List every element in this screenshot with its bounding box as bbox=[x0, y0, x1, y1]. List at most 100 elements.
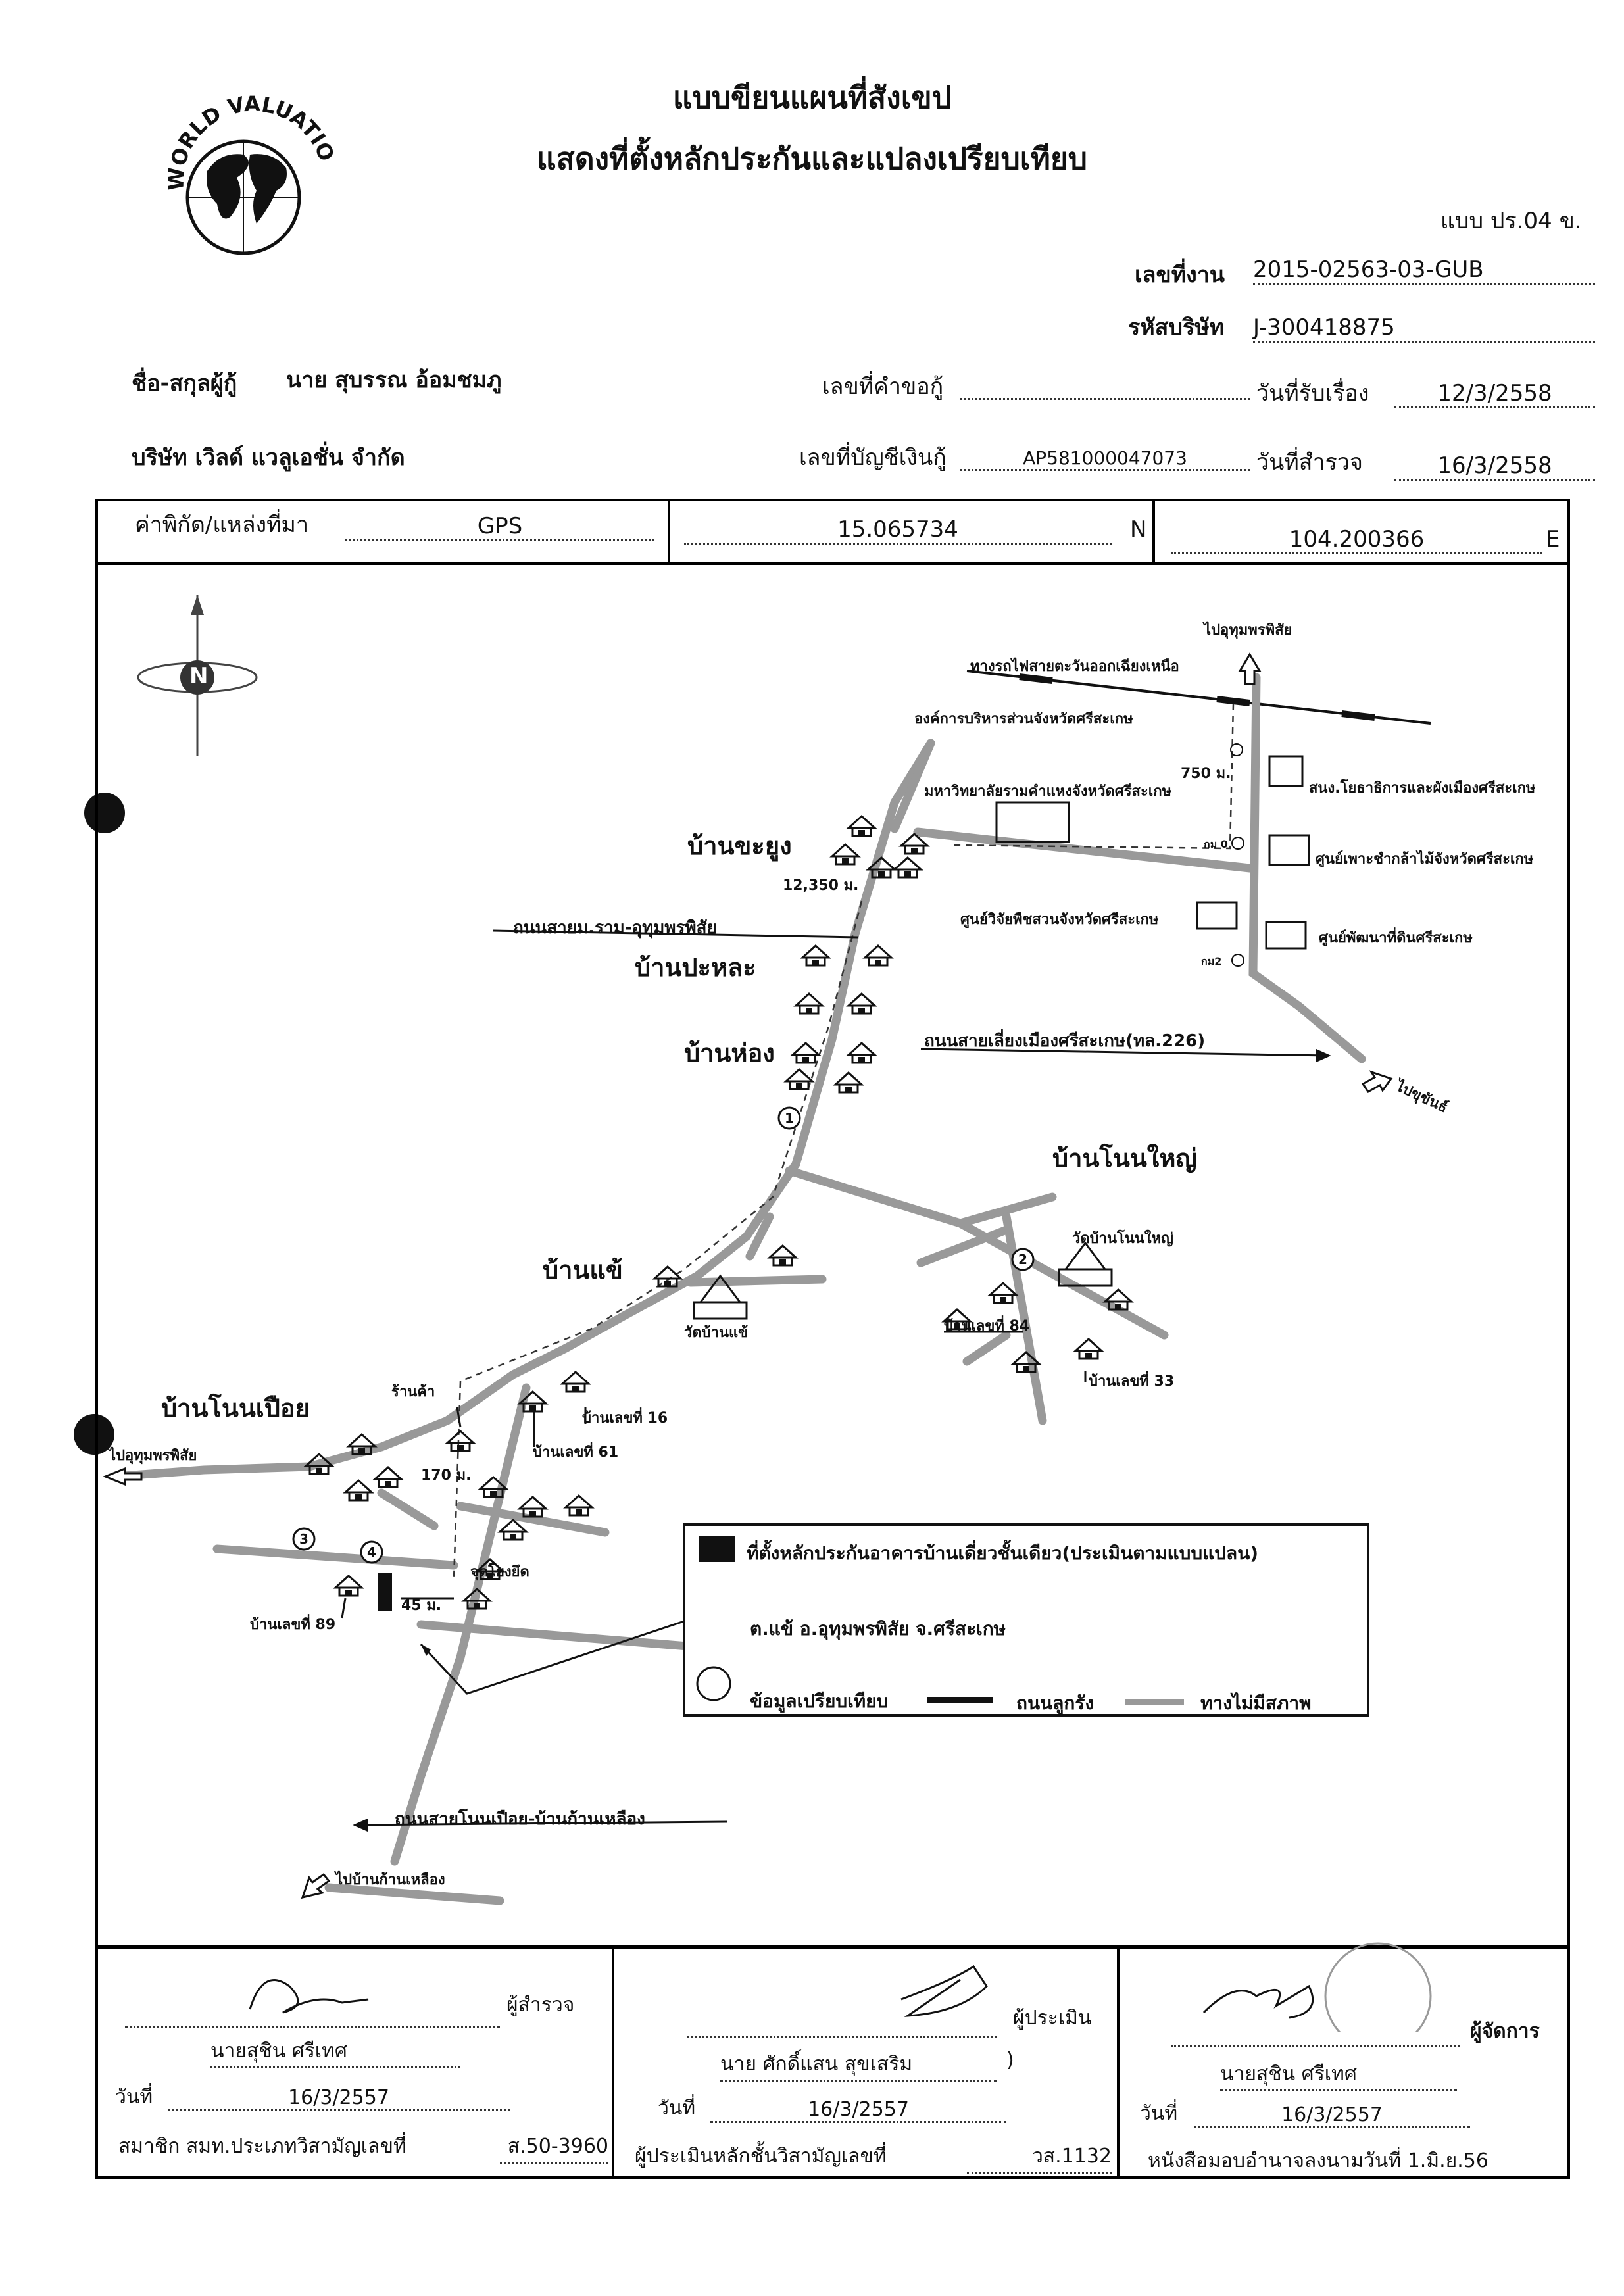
company-code-label: รหัสบริษัท bbox=[1128, 314, 1225, 341]
label-wat-nonyai: วัดบ้านโนนใหญ่ bbox=[1072, 1231, 1173, 1247]
label-km0: กม 0 bbox=[1204, 838, 1228, 850]
comparable-3-number: 3 bbox=[299, 1531, 308, 1547]
label-house-84: บ้านเลขที่ 84 bbox=[944, 1318, 1030, 1334]
coord-source: GPS bbox=[345, 513, 654, 541]
label-junction: จุดโยงยึด bbox=[470, 1564, 529, 1580]
comparable-4-number: 4 bbox=[367, 1544, 376, 1560]
signature-scribbles bbox=[249, 1942, 1432, 2032]
label-pointers bbox=[353, 929, 1331, 1832]
borrower-value: นาย สุบรรณ อ้อมชมภู bbox=[286, 367, 502, 393]
place-ban-hong: บ้านห่อง bbox=[684, 1038, 775, 1067]
surveyor-role: ผู้สำรวจ bbox=[506, 1993, 575, 2016]
appraiser-date: 16/3/2557 bbox=[710, 2098, 1006, 2123]
survey-date-label: วันที่สำรวจ bbox=[1256, 449, 1363, 476]
label-house-89: บ้านเลขที่ 89 bbox=[250, 1617, 336, 1633]
latitude-value: 15.065734 bbox=[684, 516, 1112, 545]
coord-divider-1 bbox=[668, 499, 670, 564]
label-to-uthumphon-top: ไปอุทุมพรพิสัย bbox=[1204, 622, 1292, 639]
label-land-dev: ศูนย์พัฒนาที่ดินศรีสะเกษ bbox=[1319, 930, 1473, 946]
appraiser-license-no: วส.1132 bbox=[967, 2141, 1112, 2174]
request-no-label: เลขที่คำขอกู้ bbox=[822, 374, 944, 400]
page-subtitle: แสดงที่ตั้งหลักประกันและแปลงเปรียบเทียบ bbox=[536, 141, 1087, 176]
coord-row-divider bbox=[95, 562, 1570, 565]
label-to-kanlueang: ไปบ้านก้านเหลือง bbox=[335, 1872, 445, 1888]
label-coop: สนง.โยธาธิการและผังเมืองศรีสะเกษ bbox=[1309, 780, 1536, 796]
comparable-2-number: 2 bbox=[1018, 1252, 1027, 1267]
legend-collateral: ที่ตั้งหลักประกันอาคารบ้านเดี่ยวชั้นเดีย… bbox=[747, 1542, 1259, 1564]
label-dist-750: 750 ม. bbox=[1181, 766, 1231, 782]
company-name: บริษัท เวิลด์ แวลูเอชั่น จำกัด bbox=[132, 445, 405, 471]
surveyor-date: 16/3/2557 bbox=[168, 2086, 510, 2111]
page-title: แบบขียนแผนที่สังเขป bbox=[672, 80, 952, 115]
road-arrows bbox=[102, 652, 1393, 1899]
surveyor-name: นายสุชิน ศรีเทศ bbox=[210, 2036, 460, 2068]
label-horti: ศูนย์วิจัยพืชสวนจังหวัดศรีสะเกษ bbox=[960, 912, 1159, 928]
binder-hole-top bbox=[84, 793, 125, 833]
place-ban-khayung: บ้านขะยูง bbox=[687, 831, 792, 860]
label-bypass: ถนนสายเลี่ยงเมืองศรีสะเกษ(ทล.226) bbox=[924, 1031, 1206, 1051]
manager-name: นายสุชิน ศรีเทศ bbox=[1220, 2059, 1457, 2091]
comparable-1-number: 1 bbox=[785, 1110, 794, 1126]
label-road-nonpuey: ถนนสายโนนเปือย-บ้านก้านเหลือง bbox=[395, 1809, 645, 1829]
dashed-route bbox=[453, 703, 1235, 1579]
place-ban-pala: บ้านปะหละ bbox=[635, 953, 756, 982]
manager-date-label: วันที่ bbox=[1140, 2102, 1178, 2125]
legend-location: ต.แข้ อ.อุทุมพรพิสัย จ.ศรีสะเกษ bbox=[750, 1618, 1006, 1640]
signature-divider-2 bbox=[1117, 1945, 1120, 2179]
temple-icons bbox=[693, 1241, 1113, 1320]
company-code-value: J-300418875 bbox=[1253, 314, 1595, 343]
surveyor-member-no: ส.50-3960 bbox=[500, 2131, 608, 2164]
comparable-circles bbox=[292, 1106, 1035, 1564]
signature-divider-1 bbox=[612, 1945, 614, 2179]
received-date-value: 12/3/2558 bbox=[1394, 380, 1595, 408]
roads bbox=[111, 673, 1366, 1905]
form-code: แบบ ปร.04 ข. bbox=[1440, 208, 1582, 234]
surveyor-sign-line bbox=[125, 2026, 500, 2028]
longitude-unit: E bbox=[1546, 526, 1560, 552]
place-ban-nonpuey: บ้านโนนเปือย bbox=[161, 1394, 310, 1423]
appraiser-paren: ) bbox=[1006, 2049, 1014, 2072]
label-seedling: ศูนย์เพาะชำกล้าไม้จังหวัดศรีสะเกษ bbox=[1316, 851, 1534, 867]
collateral-marker bbox=[378, 1573, 392, 1611]
legend-gravel-road: ถนนลูกรัง bbox=[1016, 1692, 1095, 1714]
north-compass bbox=[137, 595, 258, 756]
place-ban-chae: บ้านแข้ bbox=[543, 1256, 623, 1284]
appraiser-role: ผู้ประเมิน bbox=[1013, 2007, 1092, 2030]
label-house-61: บ้านเลขที่ 61 bbox=[533, 1444, 619, 1461]
legend-comparables: ข้อมูลเปรียบเทียบ bbox=[750, 1690, 889, 1712]
manager-sign-line bbox=[1171, 2045, 1460, 2047]
house-pointers bbox=[341, 1331, 1087, 1619]
coord-divider-2 bbox=[1152, 499, 1155, 564]
label-house-33: บ้านเลขที่ 33 bbox=[1089, 1373, 1175, 1390]
account-value: AP581000047073 bbox=[960, 447, 1250, 471]
appraiser-name: นาย ศักดิ์แสน สุขเสริม bbox=[720, 2049, 997, 2082]
km-markers bbox=[1230, 743, 1244, 967]
label-railway: ทางรถไฟสายตะวันออกเฉียงเหนือ bbox=[970, 658, 1179, 675]
job-no-label: เลขที่งาน bbox=[1135, 262, 1225, 288]
label-house-16: บ้านเลขที่ 16 bbox=[582, 1410, 668, 1427]
received-date-label: วันที่รับเรื่อง bbox=[1256, 380, 1369, 406]
place-ban-nonyai: บ้านโนนใหญ่ bbox=[1052, 1144, 1197, 1173]
institution-buildings bbox=[995, 755, 1310, 950]
binder-hole-bottom bbox=[74, 1414, 114, 1455]
coord-label: ค่าพิกัด/แหล่งที่มา bbox=[135, 512, 309, 538]
signature-block bbox=[95, 1945, 1570, 2179]
latitude-unit: N bbox=[1130, 516, 1147, 543]
manager-role: ผู้จัดการ bbox=[1470, 2020, 1540, 2043]
legend-dirt-road: ทางไม่มีสภาพ bbox=[1200, 1692, 1312, 1714]
label-pao: องค์การบริหารส่วนจังหวัดศรีสะเกษ bbox=[914, 711, 1133, 727]
surveyor-date-label: วันที่ bbox=[115, 2086, 153, 2109]
borrower-label: ชื่อ-สกุลผู้กู้ bbox=[132, 370, 237, 397]
job-no-value: 2015-02563-03-GUB bbox=[1253, 256, 1595, 285]
label-road-ram: ถนนสายม.ราม-อุทุมพรพิสัย bbox=[513, 918, 717, 938]
label-ramkhamhaeng: มหาวิทยาลัยรามคำแหงจังหวัดศรีสะเกษ bbox=[924, 783, 1172, 800]
north-letter: N bbox=[189, 663, 209, 689]
label-dist-12350: 12,350 ม. bbox=[783, 877, 859, 894]
label-dist-45: 45 ม. bbox=[401, 1598, 442, 1614]
manager-authority: หนังสือมอบอำนาจลงนามวันที่ 1.มิ.ย.56 bbox=[1148, 2149, 1489, 2172]
label-shop: ร้านค้า bbox=[391, 1384, 435, 1400]
longitude-value: 104.200366 bbox=[1171, 526, 1542, 554]
surveyor-member-label: สมาชิก สมท.ประเภทวิสามัญเลขที่ bbox=[118, 2135, 406, 2158]
label-dist-170: 170 ม. bbox=[421, 1467, 472, 1484]
